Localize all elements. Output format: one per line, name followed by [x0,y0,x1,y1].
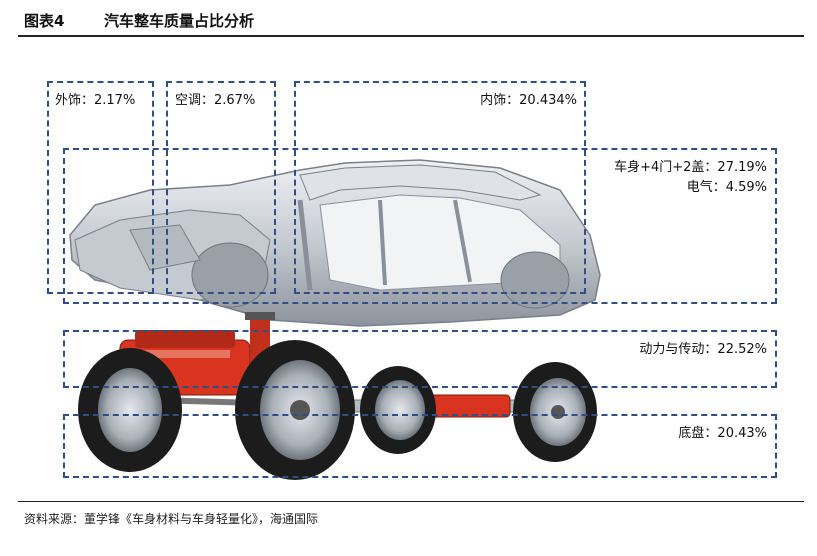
label-chassis: 底盘：20.43% [678,426,767,441]
source-note: 资料来源：董学锋《车身材料与车身轻量化》，海通国际 [24,512,319,526]
label-exterior: 外饰：2.17% [55,93,136,108]
box-chassis [63,414,777,478]
figure-name: 汽车整车质量占比分析 [104,11,255,30]
bottom-rule [18,501,804,502]
label-powertrain: 动力与传动：22.52% [639,342,767,357]
box-powertrain [63,330,777,388]
wheels [78,340,597,480]
box-interior [294,81,586,294]
top-rule [18,35,804,37]
figure-title: 图表4 汽车整车质量占比分析 [24,9,254,31]
label-body: 车身+4门+2盖：27.19% [614,160,767,175]
box-body-electrical [63,148,777,304]
box-exterior [47,81,154,294]
label-aircon: 空调：2.67% [175,93,256,108]
figure-number: 图表4 [24,11,65,30]
car-body-frame [69,159,601,327]
label-interior: 内饰：20.434% [480,93,577,108]
box-aircon [166,81,276,294]
label-electrical: 电气：4.59% [686,180,767,195]
